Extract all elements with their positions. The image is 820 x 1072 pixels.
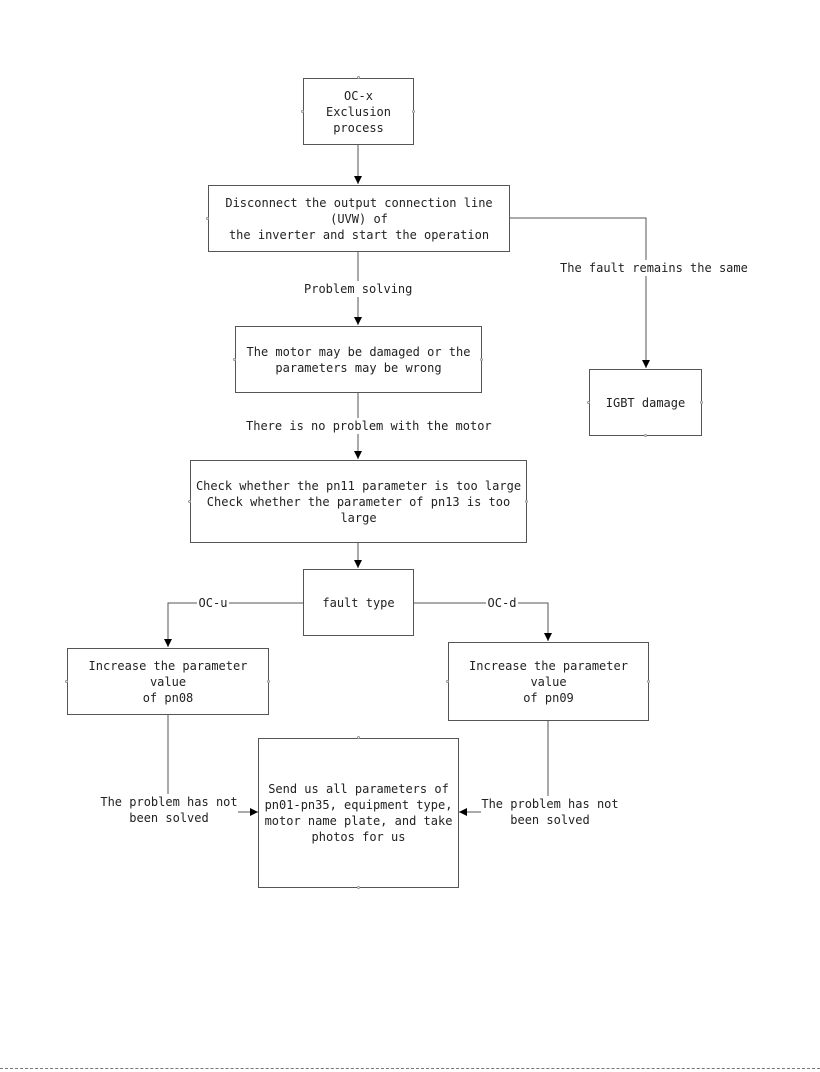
connection-point xyxy=(647,680,650,683)
not-solved-right-line-1: The problem has not xyxy=(481,797,619,811)
label-not-solved-right: The problem has not been solved xyxy=(481,796,619,828)
connection-point xyxy=(587,401,590,404)
connection-point xyxy=(700,401,703,404)
increase-pn09-box: Increase the parameter value of pn09 xyxy=(448,642,649,721)
motor-check-line-2: parameters may be wrong xyxy=(275,360,442,375)
label-no-motor-problem: There is no problem with the motor xyxy=(246,418,492,434)
connection-point xyxy=(301,110,304,113)
increase-pn08-line-1: Increase the parameter value xyxy=(88,658,248,689)
send-params-line-3: motor name plate, and take xyxy=(264,814,453,828)
label-oc-d: OC-d xyxy=(486,595,518,611)
connection-point xyxy=(480,358,483,361)
connection-point xyxy=(525,500,528,503)
connection-point xyxy=(206,217,209,220)
connection-point xyxy=(357,886,360,889)
param-check-box: Check whether the pn11 parameter is too … xyxy=(190,460,527,543)
connection-point xyxy=(267,680,270,683)
connection-point xyxy=(188,500,191,503)
disconnect-line-2: the inverter and start the operation xyxy=(228,227,490,242)
start-box: OC-x Exclusion process xyxy=(303,78,414,145)
igbt-box: IGBT damage xyxy=(589,369,702,436)
connection-point xyxy=(412,110,415,113)
param-check-line-1: Check whether the pn11 parameter is too … xyxy=(195,478,522,493)
motor-check-line-1: The motor may be damaged or the xyxy=(246,344,471,359)
motor-check-box: The motor may be damaged or the paramete… xyxy=(235,326,482,393)
send-params-line-4: photos for us xyxy=(311,830,406,844)
connection-point xyxy=(357,736,360,739)
fault-type-box: fault type xyxy=(303,569,414,636)
increase-pn09-line-1: Increase the parameter value xyxy=(469,658,628,689)
arrow-fault-to-pn09 xyxy=(414,602,552,641)
connection-point xyxy=(644,434,647,437)
not-solved-left-line-2: been solved xyxy=(129,811,209,825)
send-params-box: Send us all parameters of pn01-pn35, equ… xyxy=(258,738,459,888)
disconnect-line-1: Disconnect the output connection line (U… xyxy=(225,195,493,226)
send-params-line-1: Send us all parameters of xyxy=(268,782,449,796)
increase-pn09-line-2: of pn09 xyxy=(523,690,574,705)
increase-pn08-box: Increase the parameter value of pn08 xyxy=(67,648,269,715)
page-bottom-divider xyxy=(0,1068,820,1069)
send-params-line-2: pn01-pn35, equipment type, xyxy=(264,798,453,812)
label-oc-u: OC-u xyxy=(197,595,229,611)
label-not-solved-left: The problem has not been solved xyxy=(100,794,238,826)
igbt-text: IGBT damage xyxy=(605,395,686,410)
arrow-disconnect-to-igbt xyxy=(510,217,650,368)
start-text: OC-x Exclusion process xyxy=(325,88,392,135)
connection-point xyxy=(357,76,360,79)
param-check-line-2: Check whether the parameter of pn13 is t… xyxy=(206,494,511,525)
disconnect-box: Disconnect the output connection line (U… xyxy=(208,185,510,252)
arrow-fault-to-pn08 xyxy=(164,602,303,647)
increase-pn08-line-2: of pn08 xyxy=(142,690,194,705)
connection-point xyxy=(65,680,68,683)
connection-point xyxy=(446,680,449,683)
not-solved-right-line-2: been solved xyxy=(510,813,590,827)
label-problem-solving: Problem solving xyxy=(304,281,413,297)
connection-point xyxy=(233,358,236,361)
fault-type-text: fault type xyxy=(322,595,395,610)
label-fault-remains: The fault remains the same xyxy=(560,260,748,276)
not-solved-left-line-1: The problem has not xyxy=(100,795,238,809)
